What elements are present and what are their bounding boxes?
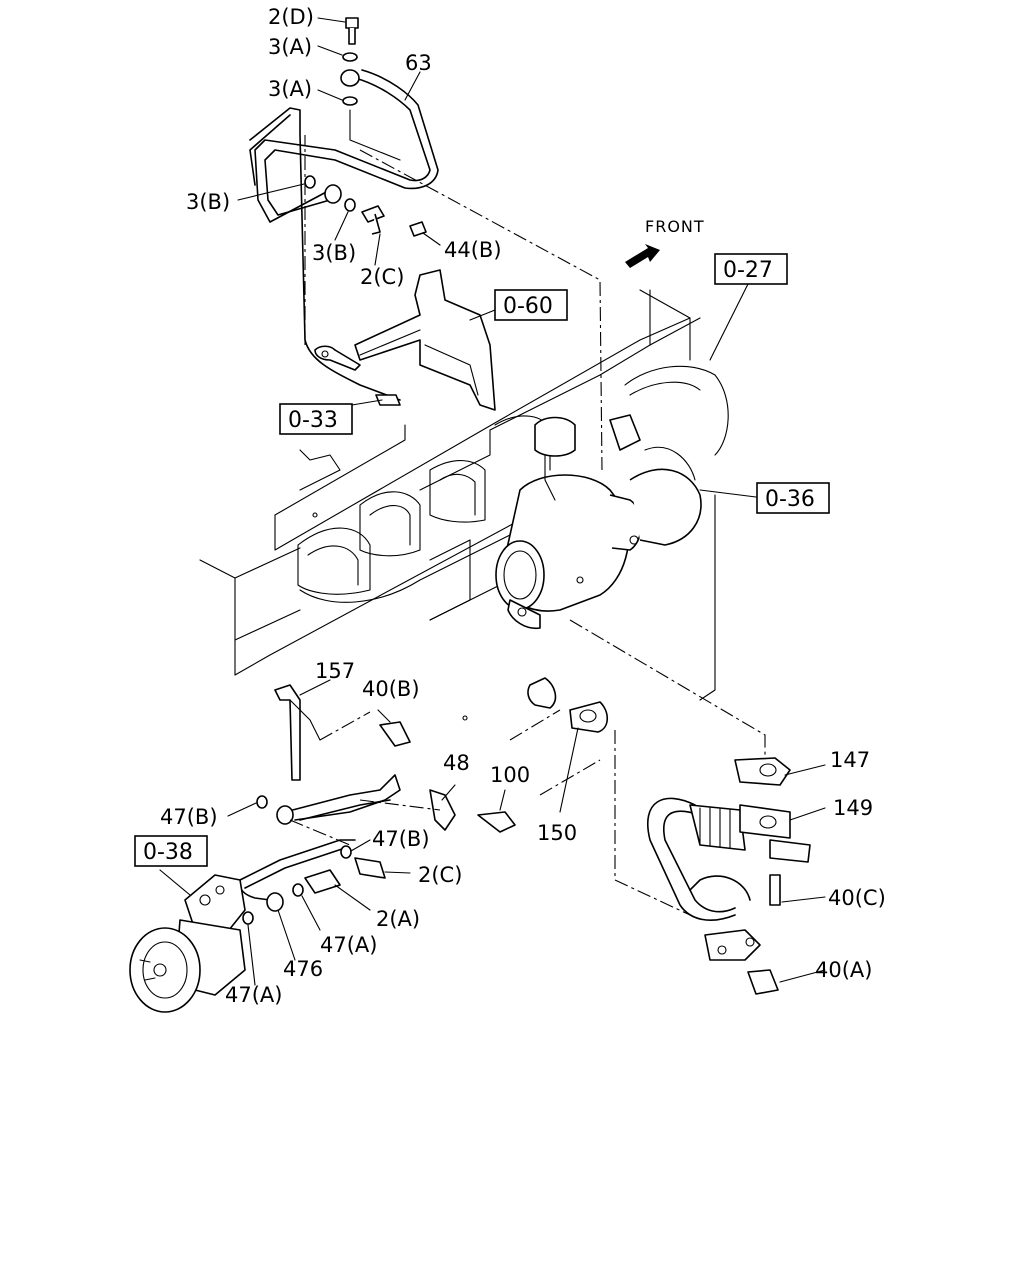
- callout-147: 147: [830, 748, 870, 772]
- callout-150: 150: [537, 821, 577, 845]
- callout-157: 157: [315, 659, 355, 683]
- callout-40A: 40(A): [815, 958, 872, 982]
- ref-box-0-38-frame: [134, 835, 208, 867]
- leader-lines: [159, 17, 826, 986]
- fasteners-top: [304, 17, 427, 406]
- engine-block: [199, 289, 729, 721]
- egr-pipe: [647, 757, 811, 995]
- ref-box-0-33-frame: [279, 403, 353, 435]
- ref-0-33[interactable]: 0-33: [288, 408, 338, 433]
- callout-2D: 2(D): [268, 5, 314, 29]
- ref-box-0-60-frame: [494, 289, 568, 321]
- callout-40C: 40(C): [828, 886, 886, 910]
- front-direction-arrow: [625, 244, 660, 268]
- ref-box-0-36-frame: [756, 482, 830, 514]
- ref-0-60[interactable]: 0-60: [503, 294, 553, 319]
- arrow-icon: [625, 244, 660, 268]
- callout-47B-2: 47(B): [372, 827, 430, 851]
- ref-0-38[interactable]: 0-38: [143, 840, 193, 865]
- callout-47A-2: 47(A): [225, 983, 282, 1007]
- air-compressor: [129, 874, 246, 1013]
- callout-2A: 2(A): [376, 907, 420, 931]
- callout-44B: 44(B): [444, 238, 502, 262]
- ref-0-27[interactable]: 0-27: [723, 258, 773, 283]
- ref-0-36[interactable]: 0-36: [765, 487, 815, 512]
- lower-assembly: [238, 677, 609, 925]
- front-label: FRONT: [645, 217, 705, 236]
- turbocharger: [495, 414, 702, 630]
- callout-47B-1: 47(B): [160, 805, 218, 829]
- callout-2C-1: 2(C): [360, 265, 404, 289]
- callout-3A-1: 3(A): [268, 35, 312, 59]
- heat-shield-bracket: [314, 269, 496, 411]
- callout-40B: 40(B): [362, 677, 420, 701]
- reference-boxes: 0-27 0-60 0-33 0-36 0-38: [134, 253, 830, 867]
- oil-feed-pipe: [249, 69, 439, 401]
- callout-47A-1: 47(A): [320, 933, 377, 957]
- callout-3B-1: 3(B): [186, 190, 230, 214]
- callout-100: 100: [490, 763, 530, 787]
- callout-48: 48: [443, 751, 470, 775]
- callout-3B-2: 3(B): [312, 241, 356, 265]
- callout-2C-2: 2(C): [418, 863, 462, 887]
- ref-box-0-27-frame: [714, 253, 788, 285]
- alignment-lines: [289, 135, 766, 916]
- callout-63: 63: [405, 51, 432, 75]
- callout-3A-2: 3(A): [268, 77, 312, 101]
- callout-labels: 2(D) 3(A) 63 3(A) 3(B) 3(B) 2(C) 44(B) 1…: [160, 5, 886, 1007]
- callout-149: 149: [833, 796, 873, 820]
- callout-476: 476: [283, 957, 323, 981]
